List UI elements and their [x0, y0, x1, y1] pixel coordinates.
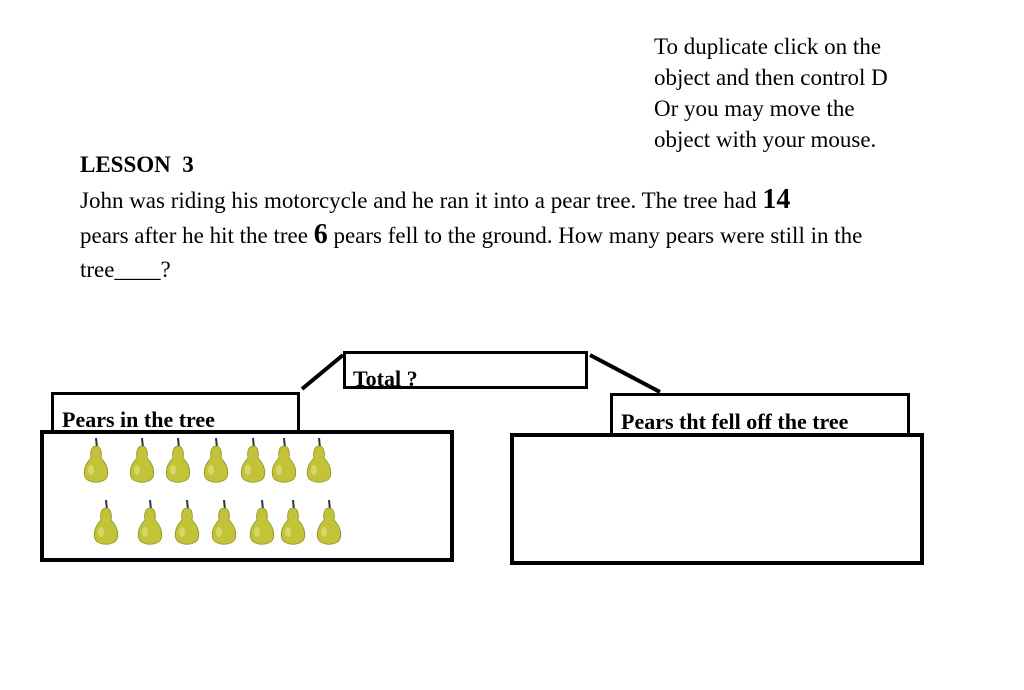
word-problem: John was riding his motorcycle and he ra…	[80, 183, 910, 287]
duplicate-instructions: To duplicate click on the object and the…	[654, 31, 954, 155]
instruction-line: object with your mouse.	[654, 127, 877, 152]
pears-fell-panel[interactable]	[510, 433, 924, 565]
instruction-line: Or you may move the	[654, 96, 855, 121]
instruction-line: object and then control D	[654, 65, 888, 90]
total-box[interactable]: Total ? ____	[343, 351, 588, 391]
pear-icon[interactable]	[238, 438, 268, 486]
right-connector-line	[589, 353, 661, 394]
pear-icon[interactable]	[247, 500, 277, 548]
pear-icon[interactable]	[163, 438, 193, 486]
total-pears-number: 14	[762, 184, 791, 215]
pears-fell-label-box[interactable]: Pears tht fell off the tree	[610, 393, 910, 439]
pear-icon[interactable]	[278, 500, 308, 548]
pear-icon[interactable]	[201, 438, 231, 486]
fallen-pears-number: 6	[313, 219, 328, 250]
pear-icon[interactable]	[209, 500, 239, 548]
pear-icon[interactable]	[127, 438, 157, 486]
pear-icon[interactable]	[304, 438, 334, 486]
pears-fell-label: Pears tht fell off the tree	[621, 409, 849, 434]
problem-text: pears after he hit the tree	[80, 223, 314, 248]
pear-icon[interactable]	[81, 438, 111, 486]
pear-icon[interactable]	[314, 500, 344, 548]
lesson-title: LESSON 3	[80, 152, 194, 177]
problem-text: pears fell to the ground. How many pears…	[80, 223, 863, 282]
left-connector-line	[300, 353, 345, 391]
pear-icon[interactable]	[135, 500, 165, 548]
pears-in-tree-label: Pears in the tree	[62, 407, 215, 432]
total-label: Total ? ____	[353, 366, 468, 391]
pear-icon[interactable]	[91, 500, 121, 548]
pear-icon[interactable]	[172, 500, 202, 548]
pear-icon[interactable]	[269, 438, 299, 486]
instruction-line: To duplicate click on the	[654, 34, 882, 59]
problem-text: John was riding his motorcycle and he ra…	[80, 188, 763, 213]
